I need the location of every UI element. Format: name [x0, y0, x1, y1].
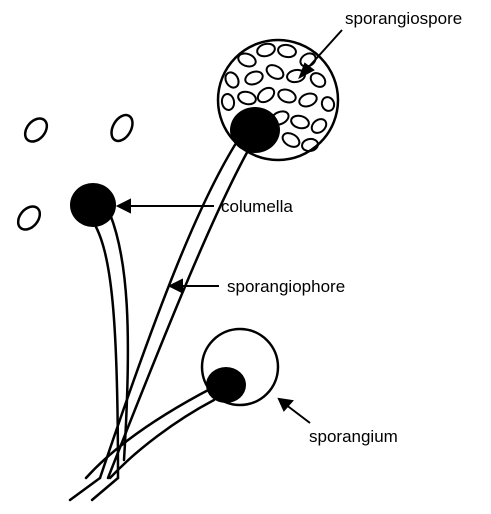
young-sporangium	[202, 329, 278, 405]
columella-mature	[230, 107, 280, 153]
mature-sporangium	[218, 40, 338, 160]
columella	[70, 183, 116, 227]
columella-young	[206, 367, 246, 403]
label-sporangiophore: sporangiophore	[227, 277, 345, 296]
label-sporangium: sporangium	[309, 427, 398, 446]
label-columella: columella	[221, 197, 293, 216]
stalk-base	[70, 478, 118, 500]
label-sporangiospore: sporangiospore	[345, 9, 462, 28]
sporangiophore-main	[100, 140, 250, 478]
released-spore	[14, 202, 45, 233]
released-spore	[107, 111, 137, 144]
released-spore	[21, 114, 52, 145]
